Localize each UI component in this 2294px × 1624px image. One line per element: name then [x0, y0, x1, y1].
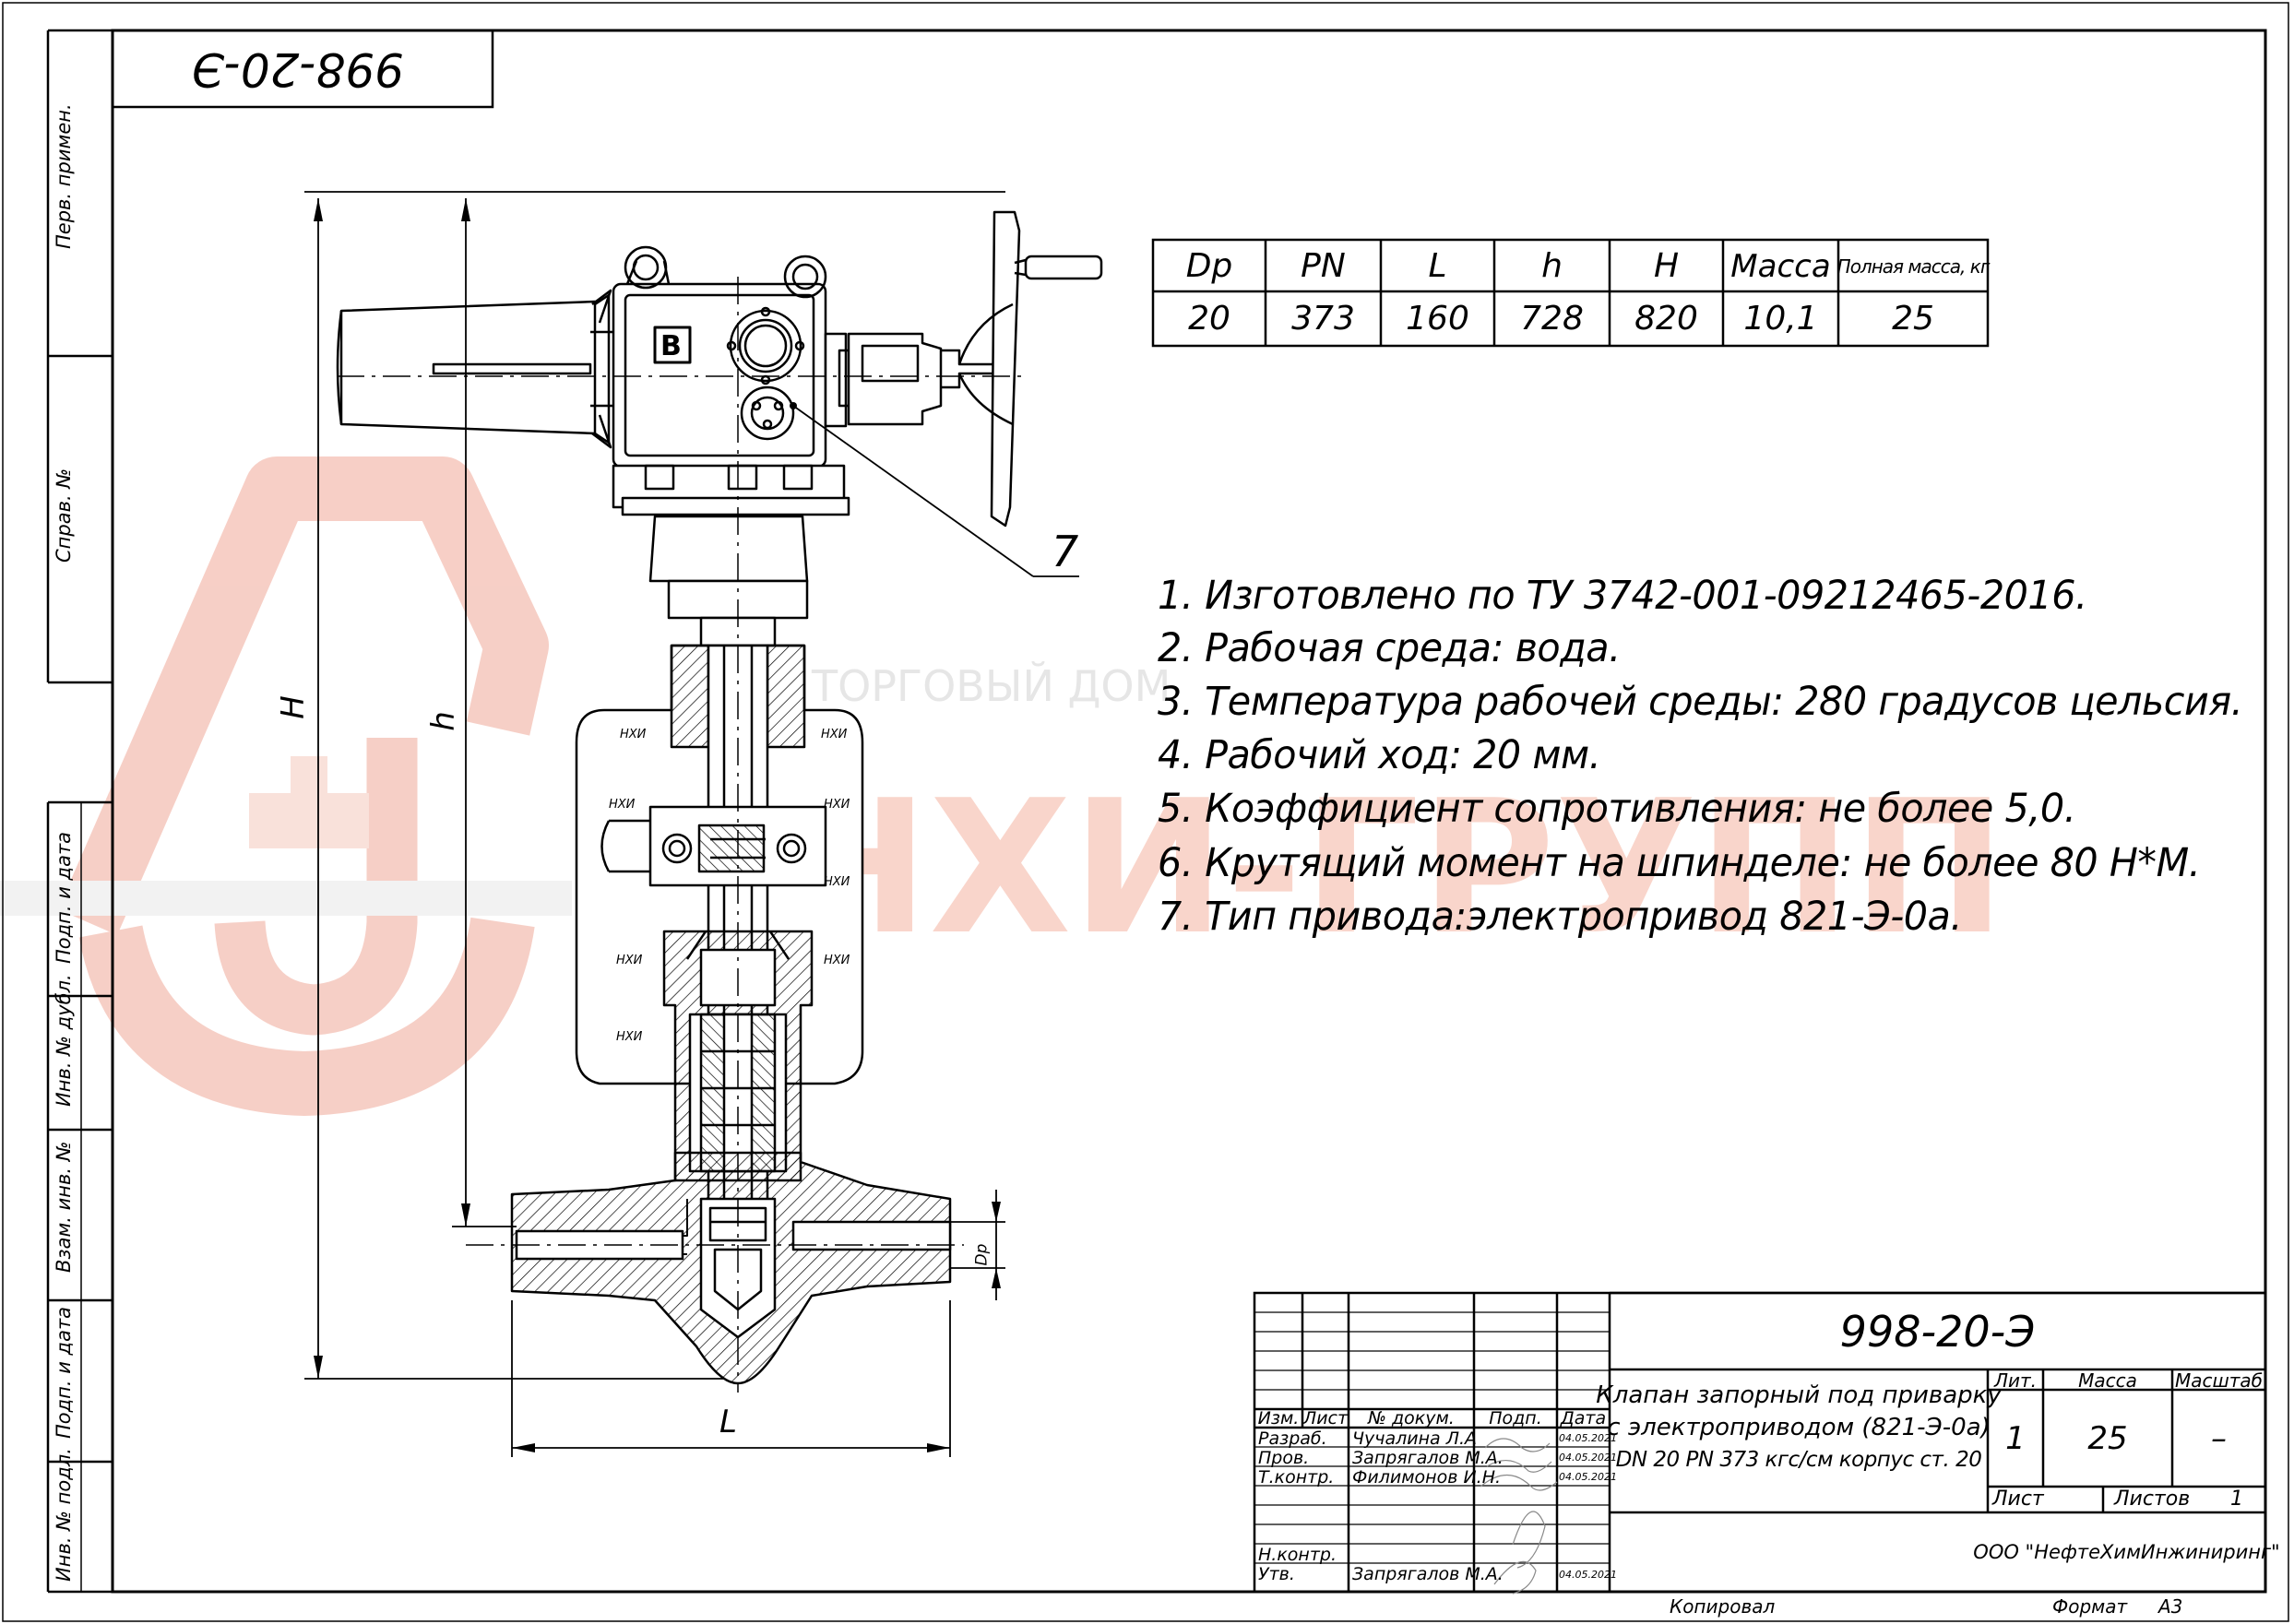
spec-header-l: L [1428, 247, 1447, 285]
tb-role-razrab: Разраб. [1258, 1428, 1327, 1449]
spec-header-total-mass: Полная масса, кг [1836, 255, 1991, 278]
tb-title-line-2: с электроприводом (821-Э-0а) [1607, 1414, 1991, 1441]
spec-header-dp: Dp [1185, 247, 1233, 285]
tb-date-utv: 04.05.2021 [1559, 1569, 1617, 1581]
spec-value-pn: 373 [1291, 300, 1355, 338]
note-7: 7. Тип привода:электропривод 821-Э-0а. [1158, 894, 1963, 940]
weld-mark: НХИ [824, 954, 850, 967]
dimension-lines [304, 191, 1079, 1457]
tb-date-prov: 04.05.2021 [1559, 1452, 1617, 1464]
centerlines [337, 277, 1024, 1393]
note-3: 3. Температура рабочей среды: 280 градус… [1158, 679, 2243, 725]
spec-header-pn: PN [1301, 247, 1346, 285]
tb-sheet-label: Лист [1992, 1488, 2044, 1511]
tb-lit-label: Лит. [1993, 1369, 2038, 1392]
tb-date-razrab: 04.05.2021 [1559, 1432, 1617, 1444]
spec-header-h-small: h [1541, 247, 1563, 285]
watermark-logo-icon [0, 456, 572, 1117]
tb-date-tkontr: 04.05.2021 [1559, 1471, 1617, 1483]
note-5: 5. Коэффициент сопротивления: не более 5… [1158, 786, 2076, 832]
tb-header-doc: № докум. [1368, 1407, 1455, 1428]
tb-mass-value: 25 [2087, 1420, 2128, 1457]
tb-sheets-label: Листов [2114, 1488, 2191, 1511]
tb-title-line-1: Клапан запорный под приварку [1596, 1381, 2002, 1409]
tb-sheets-value: 1 [2230, 1488, 2243, 1511]
weld-mark: НХИ [609, 798, 636, 812]
weld-mark: НХИ [824, 798, 850, 812]
tb-lit-value: 1 [2005, 1420, 2026, 1457]
note-2: 2. Рабочая среда: вода. [1158, 625, 1621, 671]
note-4: 4. Рабочий ход: 20 мм. [1158, 732, 1601, 778]
note-6: 6. Крутящий момент на шпинделе: не более… [1158, 840, 2201, 886]
tb-format-label: Формат [2052, 1595, 2128, 1618]
dimension-arrows [314, 198, 1001, 1452]
weld-mark: НХИ [616, 954, 643, 967]
tb-header-podp: Подп. [1489, 1407, 1542, 1428]
tb-organization: ООО "НефтеХимИнжиниринг" [1973, 1540, 2280, 1563]
tb-role-nkontr: Н.контр. [1258, 1545, 1337, 1565]
spec-value-total-mass: 25 [1892, 300, 1934, 338]
tb-copied: Копировал [1670, 1595, 1776, 1618]
weld-mark: НХИ [616, 1030, 643, 1044]
tb-header-list: Лист [1302, 1407, 1349, 1428]
weld-mark: НХИ [824, 875, 850, 889]
electric-actuator: B [336, 210, 1103, 647]
tb-scale-value: – [2211, 1420, 2227, 1457]
tb-name-utv: Запрягалов М.А. [1352, 1564, 1504, 1584]
spec-header-mass: Масса [1730, 248, 1831, 285]
dimension-label-L: L [719, 1404, 737, 1440]
tb-role-prov: Пров. [1258, 1448, 1310, 1468]
tb-title-line-3: DN 20 PN 373 кгс/см корпус ст. 20 [1615, 1447, 1982, 1472]
note-1: 1. Изготовлено по ТУ 3742-001-09212465-2… [1158, 573, 2087, 619]
spec-value-h-small: 728 [1520, 300, 1584, 338]
tb-designation: 998-20-Э [1839, 1307, 2036, 1357]
tb-scale-label: Масштаб [2174, 1369, 2264, 1392]
spec-header-h-large: H [1653, 247, 1680, 285]
callout-7: 7 [1052, 527, 1079, 576]
valve-body [510, 644, 952, 1385]
svg-text:B: B [660, 330, 682, 362]
watermark-subtitle-text: ТОРГОВЫЙ ДОМ [811, 661, 1171, 711]
weld-mark: НХИ [821, 728, 848, 741]
watermark-company-text: НХИ-ГРУПП [775, 761, 2006, 976]
tb-name-prov: Запрягалов М.А. [1352, 1448, 1504, 1468]
weld-mark: НХИ [620, 728, 647, 741]
tb-name-tkontr: Филимонов И.Н. [1352, 1467, 1502, 1488]
spec-value-h-large: 820 [1634, 300, 1698, 338]
tb-header-date: Дата [1560, 1407, 1607, 1428]
spec-value-l: 160 [1406, 300, 1469, 338]
tb-name-razrab: Чучалина Л.А [1352, 1428, 1478, 1449]
tb-role-utv: Утв. [1258, 1564, 1295, 1584]
signature-marks [1480, 1438, 1558, 1594]
spec-value-mass: 10,1 [1743, 300, 1818, 338]
tb-format-value: А3 [2158, 1595, 2183, 1618]
spec-value-dp: 20 [1188, 300, 1230, 338]
tb-mass-label: Масса [2078, 1369, 2137, 1392]
tb-header-izm: Изм. [1257, 1407, 1300, 1428]
tb-role-tkontr: Т.контр. [1258, 1467, 1335, 1488]
